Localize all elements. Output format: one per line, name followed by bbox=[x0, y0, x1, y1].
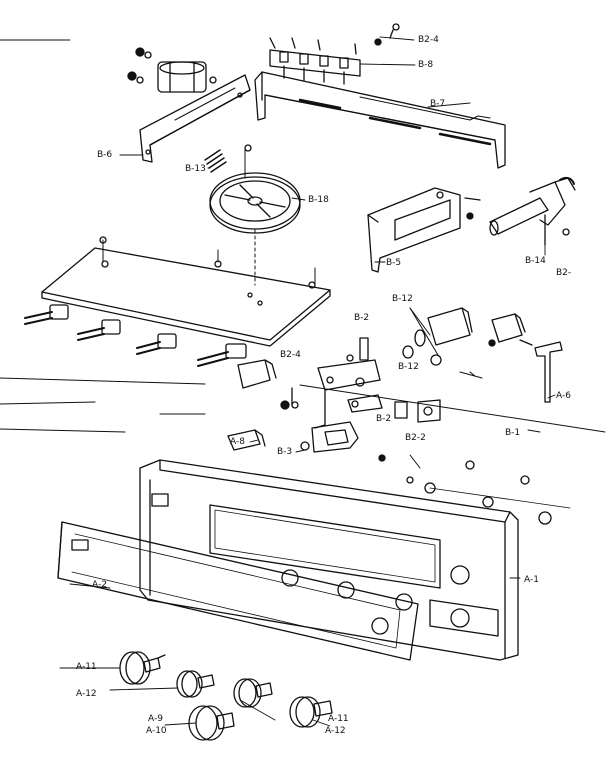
spring-b13 bbox=[204, 149, 227, 173]
label-a8: A-8 bbox=[230, 437, 245, 447]
label-b12-top: B-12 bbox=[392, 294, 413, 304]
label-b2-a: B-2 bbox=[354, 313, 370, 323]
label-a10: A-10 bbox=[146, 726, 167, 736]
bracket-b2-2 bbox=[394, 399, 441, 423]
button-a8 bbox=[227, 429, 266, 451]
label-a9: A-9 bbox=[148, 714, 163, 724]
label-b6: B-6 bbox=[97, 150, 113, 160]
front-panel-a1 bbox=[139, 459, 519, 661]
label-b1: B-1 bbox=[505, 428, 521, 438]
shaft-b14 bbox=[489, 176, 576, 246]
bracket-b7 bbox=[254, 71, 506, 169]
pulley-b18 bbox=[209, 144, 301, 286]
label-b2-4-top: B2-4 bbox=[418, 35, 439, 45]
label-a12-left: A-12 bbox=[76, 689, 97, 699]
label-b14: B-14 bbox=[525, 256, 546, 266]
label-a1: A-1 bbox=[524, 575, 539, 585]
label-b8: B-8 bbox=[418, 60, 434, 70]
label-a6: A-6 bbox=[556, 391, 571, 401]
label-a11-right: A-11 bbox=[328, 714, 349, 724]
label-b2-2: B2-2 bbox=[405, 433, 426, 443]
pcb-board bbox=[41, 236, 331, 347]
knob-mid bbox=[233, 678, 273, 708]
pcb-pots bbox=[24, 304, 247, 367]
switch-board-b8 bbox=[269, 23, 400, 85]
screws-top-left bbox=[127, 47, 152, 84]
motor-unit bbox=[157, 61, 217, 93]
label-b5: B-5 bbox=[386, 258, 402, 268]
label-b13: B-13 bbox=[185, 164, 206, 174]
label-a2: A-2 bbox=[92, 580, 107, 590]
label-b2-4-mid: B2-4 bbox=[280, 350, 301, 360]
dial-panel-a2 bbox=[57, 521, 419, 661]
mount-b3 bbox=[300, 421, 359, 453]
label-a12-right: A-12 bbox=[325, 726, 346, 736]
label-b2-b: B-2 bbox=[376, 414, 392, 424]
lever-a6 bbox=[534, 341, 563, 403]
label-a11-left: A-11 bbox=[76, 662, 97, 672]
knob-a9-a10 bbox=[188, 705, 235, 741]
indicator-part bbox=[237, 359, 277, 389]
label-b7: B-7 bbox=[430, 99, 446, 109]
screw-b2-4 bbox=[280, 387, 299, 410]
bracket-b5 bbox=[367, 187, 481, 273]
small-screws bbox=[378, 339, 552, 525]
label-b18: B-18 bbox=[308, 195, 329, 205]
label-b3: B-3 bbox=[277, 447, 293, 457]
switch-right bbox=[491, 313, 533, 346]
knob-a11-a12-right bbox=[289, 696, 333, 728]
knob-a11-a12-left bbox=[119, 651, 166, 685]
knob-mid-left bbox=[176, 670, 215, 698]
bracket-b2 bbox=[314, 337, 383, 429]
bracket-b6 bbox=[139, 74, 251, 163]
switch-b12 bbox=[402, 307, 473, 366]
label-b2-right: B2- bbox=[556, 268, 572, 278]
leader-lines bbox=[59, 36, 556, 727]
label-b12-mid: B-12 bbox=[398, 362, 419, 372]
